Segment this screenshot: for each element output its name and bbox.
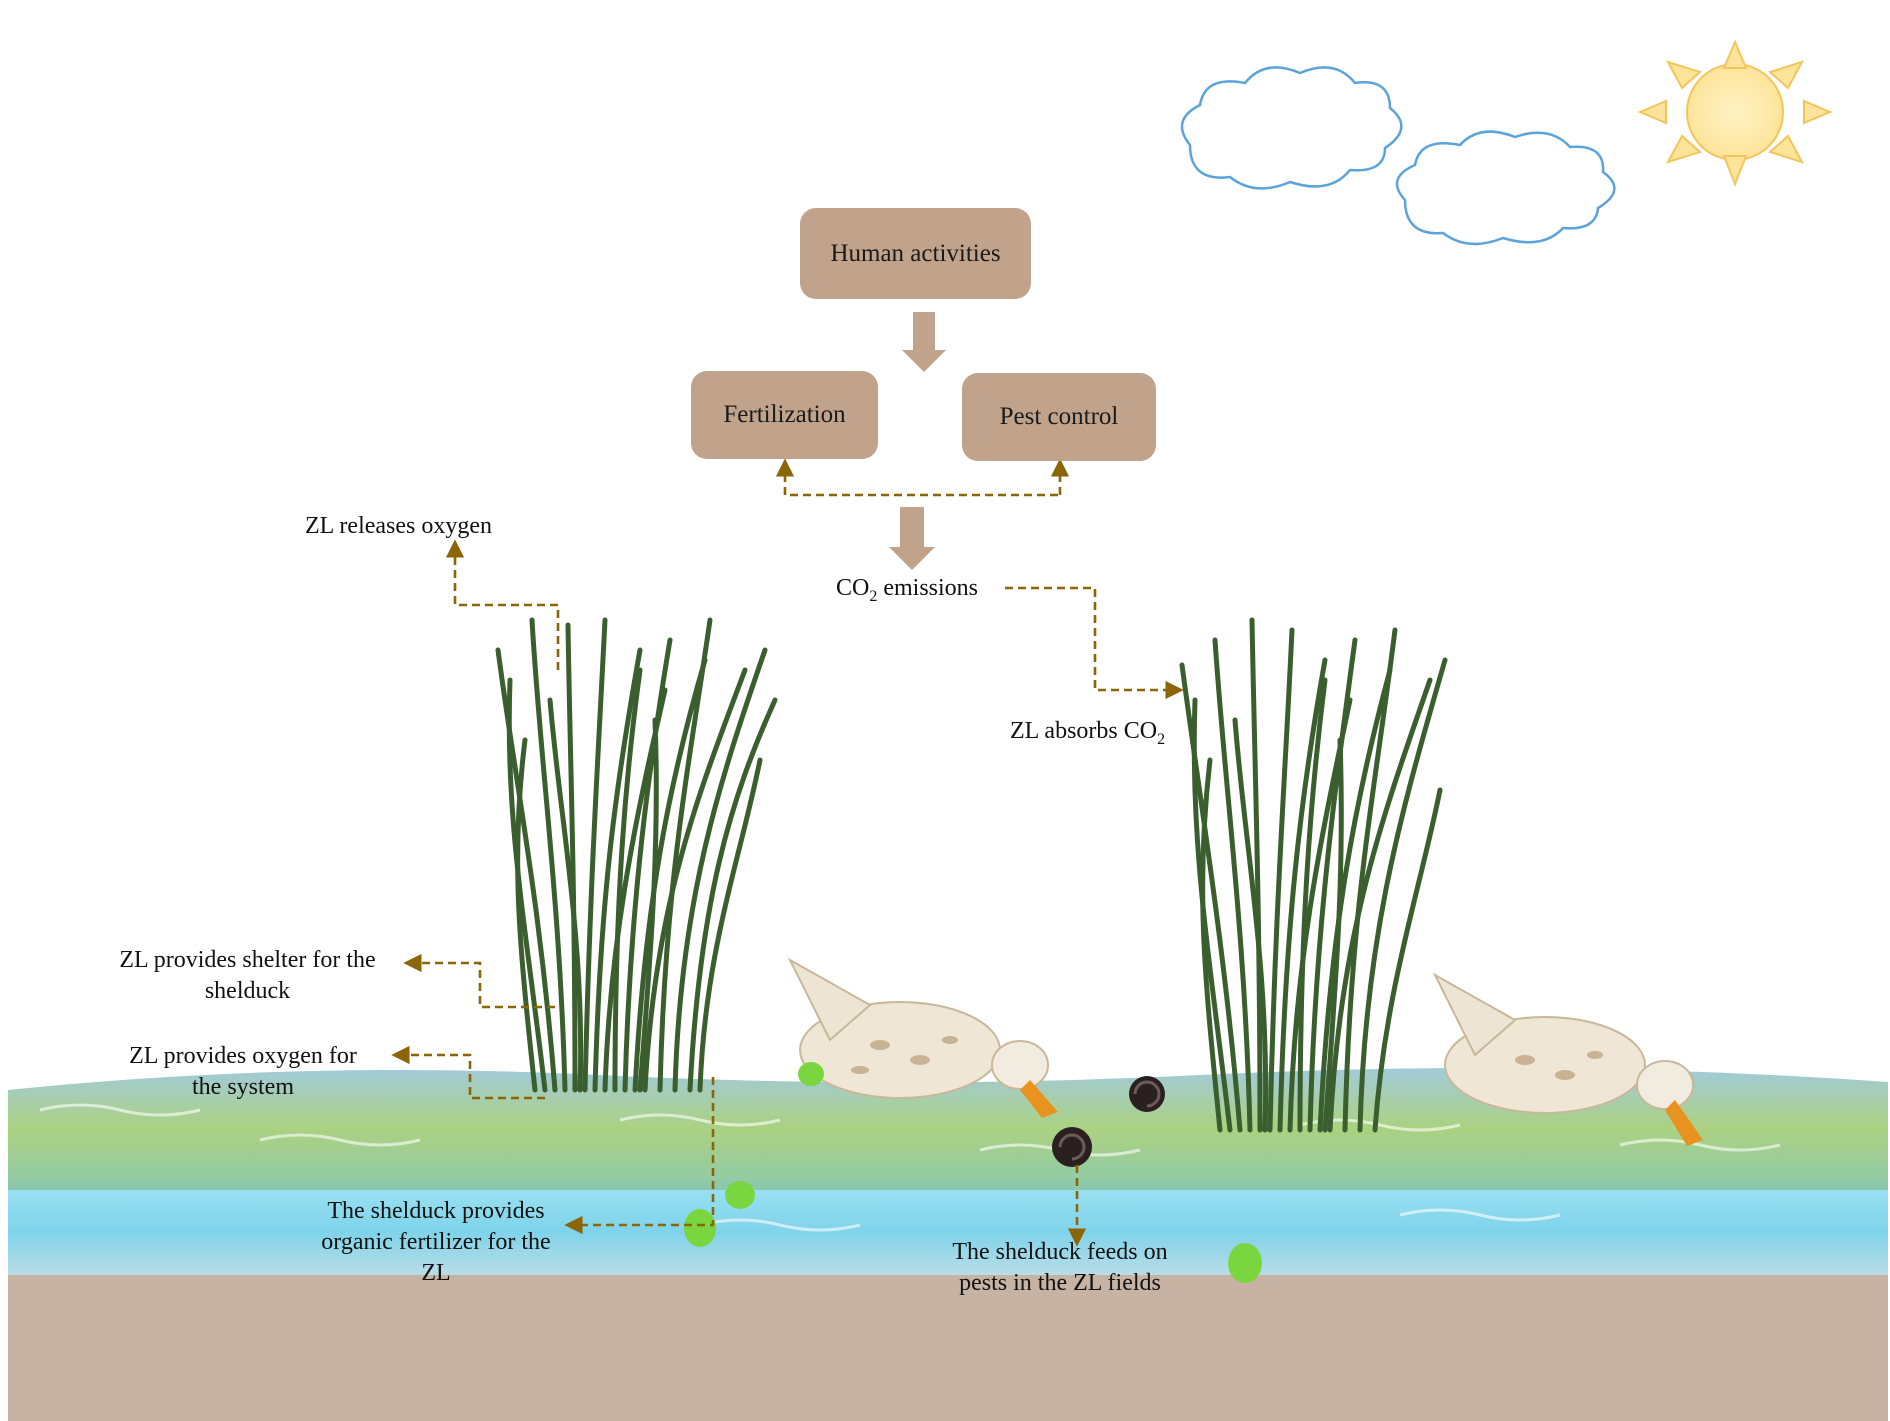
sun-icon xyxy=(1637,39,1833,187)
fertilizer-pellet-icon xyxy=(684,1062,1262,1283)
shelduck-feeds-label: The shelduck feeds on pests in the ZL fi… xyxy=(952,1239,1168,1296)
cloud-icon xyxy=(1395,130,1616,246)
dashed-arrow-zl-releases-oxygen xyxy=(445,539,560,670)
dashed-arrow-co2-to-zl xyxy=(1005,586,1184,700)
dashed-arrow-oxygen-system xyxy=(391,1045,545,1100)
soil-layer xyxy=(8,1255,1888,1421)
zl-oxygen-system-label: ZL provides oxygen for the system xyxy=(129,1043,357,1100)
water-layer xyxy=(8,1180,1888,1275)
solid-arrow-activities-to-co2 xyxy=(889,507,935,570)
dashed-arrow-shelter xyxy=(403,953,555,1009)
pest-control-label: Pest control xyxy=(999,403,1119,430)
dashed-arrow-fertilizer xyxy=(564,1077,715,1235)
human-activities-box: Human activities xyxy=(800,208,1031,299)
grass-clump-icon xyxy=(1179,617,1448,1133)
human-activities-label: Human activities xyxy=(830,239,1001,267)
zl-absorbs-co2-label: ZL absorbs CO2 xyxy=(1010,718,1166,748)
snail-icon xyxy=(1129,1076,1165,1112)
duck-icon xyxy=(1432,972,1703,1146)
fertilization-label: Fertilization xyxy=(723,401,846,428)
zl-releases-oxygen-label: ZL releases oxygen xyxy=(305,513,493,539)
grass-clump-icon xyxy=(495,617,778,1093)
cloud-icon xyxy=(1180,66,1403,190)
co2-emissions-label: CO2 emissions xyxy=(836,575,979,605)
fertilization-box: Fertilization xyxy=(691,371,878,459)
duck-icon xyxy=(787,957,1058,1118)
zl-shelter-label: ZL provides shelter for the shelduck xyxy=(119,947,376,1004)
pest-control-box: Pest control xyxy=(962,373,1156,461)
solid-arrow-human-to-activities xyxy=(902,312,946,372)
snail-icon xyxy=(1052,1127,1092,1167)
shelduck-fertilizer-label: The shelduck provides organic fertilizer… xyxy=(321,1198,551,1286)
